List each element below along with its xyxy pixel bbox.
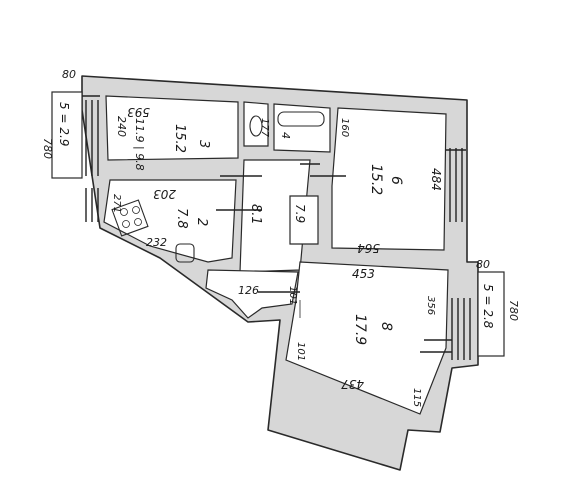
wc-room bbox=[273, 103, 331, 153]
dim-room4-bottom: 437 bbox=[341, 377, 364, 391]
toilet-icon bbox=[249, 115, 263, 137]
small-room bbox=[289, 195, 319, 245]
left-balcony bbox=[51, 91, 83, 179]
dim-room2-width: 203 bbox=[153, 187, 176, 201]
right-window bbox=[446, 148, 466, 222]
dim-right-balcony: 780 bbox=[507, 300, 520, 321]
dim-room4-corner: 115 bbox=[411, 388, 422, 407]
sink-icon bbox=[175, 243, 195, 263]
dim-room1-width: 593 bbox=[127, 105, 150, 119]
dim-top-wall: 80 bbox=[62, 68, 76, 81]
right-balcony-label: 5 = 2.8 bbox=[481, 284, 495, 329]
dim-room4-height: 101 bbox=[295, 342, 306, 361]
dim-passage: 177 bbox=[259, 118, 270, 138]
wc-area: 7.9 bbox=[293, 204, 307, 223]
room1-number: 3 bbox=[196, 140, 211, 148]
door-marks bbox=[216, 163, 452, 353]
dim-room4-right: 356 bbox=[425, 296, 436, 315]
room3-number: 6 bbox=[388, 176, 404, 185]
dim-bath: 101 bbox=[287, 286, 298, 305]
stove-icon bbox=[111, 199, 149, 237]
left-balcony-label: 5 = 2.9 bbox=[57, 102, 71, 146]
right-balcony bbox=[477, 271, 505, 357]
dim-room2-height: 271 bbox=[111, 194, 122, 213]
wc-number: 4 bbox=[279, 132, 292, 139]
room2-number: 2 bbox=[194, 218, 209, 226]
dim-left-balcony: 780 bbox=[41, 138, 54, 159]
dim-room3-top: 160 bbox=[339, 118, 350, 137]
room-1 bbox=[105, 95, 239, 161]
dim-room1-height: 240 bbox=[115, 116, 128, 137]
dim-kitchen-width: 232 bbox=[146, 236, 167, 249]
dim-right-balcony-top: 80 bbox=[476, 258, 490, 271]
room-3 bbox=[331, 107, 447, 251]
right-balcony-window bbox=[451, 298, 471, 360]
room2-area: 7.8 bbox=[174, 208, 189, 229]
dim-room3-height: 484 bbox=[429, 168, 443, 191]
room1-extra: 11.9 | 9.8 bbox=[133, 118, 146, 171]
dim-corridor: 126 bbox=[238, 284, 259, 297]
bathtub-icon bbox=[277, 111, 325, 127]
room-4 bbox=[285, 261, 449, 415]
room3-area: 15.2 bbox=[368, 164, 384, 195]
dim-room3-width: 564 bbox=[357, 241, 380, 255]
left-window-2 bbox=[85, 188, 99, 222]
dim-room4-width: 453 bbox=[352, 267, 375, 281]
room4-area: 17.9 bbox=[352, 314, 368, 345]
room1-area: 15.2 bbox=[172, 124, 187, 153]
room4-number: 8 bbox=[378, 322, 394, 331]
bath-top bbox=[243, 101, 269, 147]
left-window bbox=[82, 95, 100, 176]
corridor bbox=[205, 269, 299, 319]
hall-area: 8.1 bbox=[248, 204, 263, 225]
